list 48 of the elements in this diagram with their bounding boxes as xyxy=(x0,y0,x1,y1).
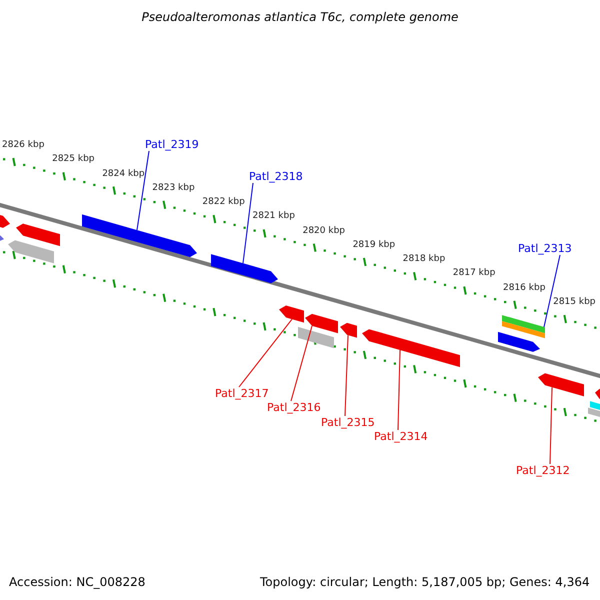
leader-line xyxy=(242,182,254,264)
gene-block xyxy=(362,329,460,368)
gene-block xyxy=(538,373,584,396)
leader-line xyxy=(398,350,400,430)
gene-label: Patl_2318 xyxy=(249,170,303,183)
scale-label: 2821 kbp xyxy=(252,211,295,222)
leader-line xyxy=(544,254,560,328)
scale-label: 2824 kbp xyxy=(102,168,145,179)
gene-label: Patl_2319 xyxy=(145,138,199,151)
gene-block xyxy=(0,212,10,228)
leader-line xyxy=(344,334,348,416)
gene-block xyxy=(340,322,357,338)
gene-block xyxy=(211,254,278,284)
scale-label: 2818 kbp xyxy=(402,254,446,264)
scale-label: 2820 kbp xyxy=(302,226,345,236)
gene-block xyxy=(502,315,545,334)
leader-line xyxy=(238,318,292,388)
gene-block xyxy=(502,321,545,338)
gene-block xyxy=(279,306,304,323)
gene-label: Patl_2314 xyxy=(374,430,428,443)
gene-block xyxy=(588,408,600,418)
gene-block xyxy=(595,388,600,400)
gene-label: Patl_2312 xyxy=(516,464,570,477)
scale-label: 2825 kbp xyxy=(52,154,94,164)
gene-block xyxy=(298,326,334,348)
leader-line xyxy=(290,325,312,402)
scale-label: 2816 kbp xyxy=(503,282,546,293)
scale-label: 2815 kbp xyxy=(553,297,596,308)
footer-text: Accession: NC_008228 xyxy=(9,575,146,589)
scale-label: 2823 kbp xyxy=(152,182,195,193)
leader-line xyxy=(550,386,552,464)
gene-label: Patl_2313 xyxy=(518,242,572,255)
scale-label: 2819 kbp xyxy=(352,240,396,250)
gene-block xyxy=(82,214,197,258)
footer-text: Topology: circular; Length: 5,187,005 bp; Genes: 4,364 xyxy=(260,575,590,589)
scale-label: 2817 kbp xyxy=(452,268,496,278)
gene-block xyxy=(305,314,338,334)
gene-block xyxy=(498,332,540,352)
gene-block xyxy=(16,224,60,246)
gene-label: Patl_2317 xyxy=(215,387,269,400)
gene-label: Patl_2315 xyxy=(321,416,375,429)
gene-label: Patl_2316 xyxy=(267,401,321,414)
scale-label: 2822 kbp xyxy=(202,197,245,208)
scale-label: 2826 kbp xyxy=(2,140,44,150)
title: Pseudoalteromonas atlantica T6c, complete genome xyxy=(140,10,460,24)
gene-block xyxy=(590,401,600,412)
gene-block xyxy=(8,240,54,264)
leader-line xyxy=(136,150,150,230)
